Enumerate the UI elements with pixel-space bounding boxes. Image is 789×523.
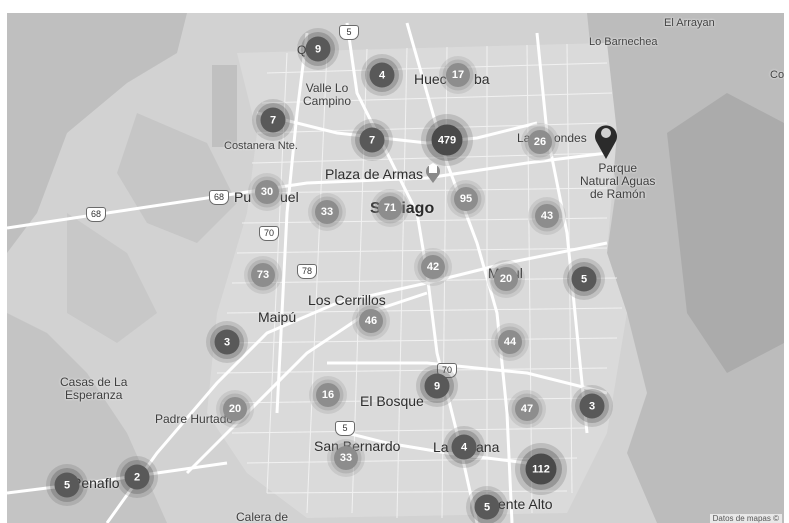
place-plaza-de-armas: Plaza de Armas xyxy=(325,166,424,182)
place-padre-hurtado: Padre Hurtado xyxy=(155,412,234,426)
cluster-count: 479 xyxy=(431,124,463,156)
place-valle-lo-campino: Valle Lo Campino xyxy=(303,81,352,108)
cluster-count: 5 xyxy=(571,266,597,292)
route-shield: 5 xyxy=(339,25,359,40)
place-parque-natural: Parque Natural Aguas de Ramón xyxy=(580,161,656,201)
cluster-count: 33 xyxy=(315,200,339,224)
place-macul: M xyxy=(488,265,500,281)
route-shield: 68 xyxy=(209,190,229,205)
cluster-count: 20 xyxy=(494,267,518,291)
cluster-count: 71 xyxy=(378,196,402,220)
place-costanera: Costanera Nte. xyxy=(224,140,298,152)
place-santiago: S xyxy=(370,200,381,217)
cluster-count: 95 xyxy=(454,187,478,211)
cluster-count: 9 xyxy=(424,373,450,399)
cluster-count: 16 xyxy=(316,383,340,407)
place-las-condes: La xyxy=(517,131,531,145)
place-el-arrayan: El Arrayan xyxy=(664,17,715,29)
place-co: Co xyxy=(770,69,784,81)
location-pin-icon[interactable] xyxy=(593,121,619,159)
route-shield: 68 xyxy=(86,207,106,222)
map-attribution[interactable]: Datos de mapas © xyxy=(709,514,782,523)
place-calera: Calera de xyxy=(236,510,289,523)
place-macul-2: ul xyxy=(512,265,523,281)
route-shield: 70 xyxy=(259,226,279,241)
place-lo-barnechea: Lo Barnechea xyxy=(589,36,658,48)
place-la-pintana: La xyxy=(433,439,449,455)
place-el-bosque: El Bosque xyxy=(360,393,424,409)
route-shield: 5 xyxy=(335,421,355,436)
place-la-pintana-2: ana xyxy=(476,439,500,455)
place-puente-alto: ente Alto xyxy=(498,496,553,512)
cluster-count: 47 xyxy=(515,397,539,421)
cluster-count: 17 xyxy=(446,63,470,87)
route-shield: 78 xyxy=(297,264,317,279)
cluster-count: 4 xyxy=(451,434,477,460)
map-canvas[interactable]: El Arrayan Lo Barnechea Co Qu Valle Lo C… xyxy=(7,13,784,523)
cluster-count: 9 xyxy=(305,36,331,62)
place-santiago-2: tiago xyxy=(396,200,435,217)
place-maipu: Maipú xyxy=(258,309,297,325)
place-casas-de-la-esperanza: Casas de La Esperanza xyxy=(60,375,128,402)
cluster-count: 33 xyxy=(334,446,358,470)
place-las-condes-2: ondes xyxy=(554,131,587,145)
cluster-count: 20 xyxy=(223,397,247,421)
cluster-count: 7 xyxy=(260,107,286,133)
place-los-cerrillos: Los Cerrillos xyxy=(308,292,386,308)
cluster-count: 46 xyxy=(359,309,383,333)
cluster-count: 112 xyxy=(525,453,557,485)
museum-icon[interactable] xyxy=(424,161,442,183)
cluster-count: 44 xyxy=(498,330,522,354)
place-pudahuel-2: uel xyxy=(280,189,299,205)
cluster-count: 5 xyxy=(54,472,80,498)
cluster-count: 73 xyxy=(251,263,275,287)
cluster-count: 42 xyxy=(421,255,445,279)
cluster-count: 2 xyxy=(124,464,150,490)
place-huechuraba: Huec xyxy=(414,71,447,87)
place-pudahuel: Pu xyxy=(234,189,252,205)
place-penaflor: Penaflo xyxy=(72,475,120,491)
cluster-count: 26 xyxy=(528,130,552,154)
cluster-count: 3 xyxy=(214,329,240,355)
cluster-count: 5 xyxy=(474,494,500,520)
cluster-count: 43 xyxy=(535,204,559,228)
place-huechuraba-2: ba xyxy=(474,71,490,87)
cluster-count: 4 xyxy=(369,62,395,88)
cluster-count: 30 xyxy=(255,180,279,204)
cluster-count: 7 xyxy=(359,127,385,153)
cluster-count: 3 xyxy=(579,393,605,419)
